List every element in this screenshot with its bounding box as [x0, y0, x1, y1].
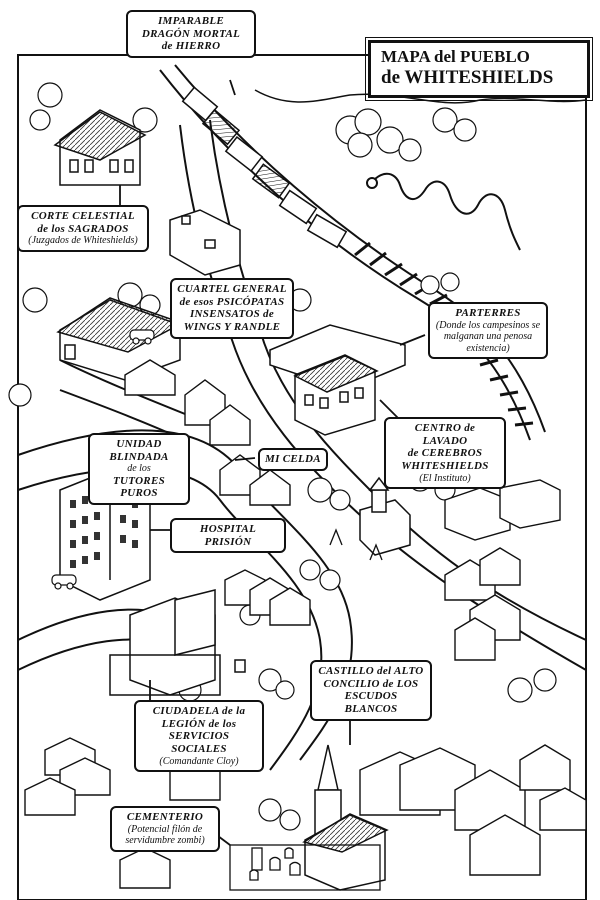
- courthouse-building: [53, 109, 147, 186]
- bottom-right-houses: [359, 744, 587, 876]
- cliff: [254, 89, 587, 104]
- label-unidad-line3: de los: [127, 463, 151, 475]
- warehouse-building: [169, 209, 241, 276]
- house-row: [124, 359, 291, 506]
- label-cuartel-line1: CUARTEL GENERAL: [177, 283, 287, 295]
- label-dragon: IMPARABLE DRAGÓN MORTAL de HIERRO: [126, 10, 256, 58]
- label-castillo: CASTILLO del ALTO CONCILIO de LOS ESCUDO…: [310, 660, 432, 721]
- label-centro: CENTRO de LAVADO de CEREBROS WHITESHIELD…: [384, 417, 506, 490]
- label-cuartel-line4: WINGS Y RANDLE: [183, 320, 281, 333]
- label-corte-sub: (Juzgados de Whiteshields): [28, 235, 138, 247]
- label-parterres-line1: PARTERRES: [455, 307, 521, 319]
- label-cementerio-sub: (Potencial filón de servidumbre zombi): [125, 823, 205, 847]
- label-cuartel-line2: de esos PSICÓPATAS: [179, 295, 285, 308]
- label-centro-line2: de CEREBROS: [407, 447, 483, 460]
- label-hospital: HOSPITAL PRISIÓN: [170, 518, 286, 554]
- label-ciudadela-sub: (Comandante Cloy): [159, 755, 239, 767]
- dragon-serpent: [366, 172, 521, 251]
- label-corte-line1: CORTE CELESTIAL: [31, 210, 135, 222]
- label-cementerio: CEMENTERIO (Potencial filón de servidumb…: [110, 806, 220, 852]
- playground-swing: [329, 528, 383, 561]
- train-icon: [181, 86, 348, 249]
- map-title-line2: de WHITESHIELDS: [381, 67, 554, 88]
- label-ciudadela-line3: SERVICIOS SOCIALES: [168, 730, 230, 755]
- castle-church: [302, 744, 389, 891]
- shop-building: [499, 479, 561, 529]
- label-corte-line2: de los SAGRADOS: [37, 222, 129, 235]
- map-frame: [17, 54, 587, 900]
- label-ciudadela-line2: LEGIÓN de los: [161, 717, 237, 730]
- map-title-line1: MAPA del PUEBLO: [381, 47, 530, 66]
- church-icon: [359, 476, 411, 556]
- label-cementerio-line1: CEMENTERIO: [126, 811, 204, 823]
- label-micelda: MI CELDA: [258, 448, 328, 471]
- label-cuartel-line3: INSENSATOS de: [189, 308, 275, 321]
- label-micelda-line1: MI CELDA: [265, 453, 321, 465]
- label-unidad-line4: TUTORES PUROS: [112, 474, 166, 500]
- label-castillo-line3: ESCUDOS BLANCOS: [344, 690, 398, 715]
- label-parterres: PARTERRES (Donde los campesinos se malga…: [428, 302, 548, 360]
- label-centro-sub: (El Instituto): [419, 472, 471, 484]
- label-centro-line3: WHITESHIELDS: [401, 459, 489, 472]
- label-castillo-line2: CONCILIO de LOS: [323, 677, 419, 690]
- car-icon: [51, 329, 155, 590]
- map-title: MAPA del PUEBLO de WHITESHIELDS: [365, 37, 593, 101]
- label-ciudadela: CIUDADELA de la LEGIÓN de los SERVICIOS …: [134, 700, 264, 773]
- citadel-building: [109, 589, 246, 696]
- gravestone-icon: [229, 844, 381, 891]
- right-house-cluster: [444, 487, 521, 661]
- label-ciudadela-line1: CIUDADELA de la: [152, 705, 246, 717]
- label-parterres-sub: (Donde los campesinos se malganan una pe…: [435, 319, 541, 354]
- label-unidad-line1: UNIDAD: [116, 438, 162, 450]
- institute-building: [269, 324, 406, 436]
- label-castillo-line1: CASTILLO del ALTO: [318, 665, 424, 677]
- townhouse-row: [224, 569, 311, 626]
- label-hospital-line1: HOSPITAL PRISIÓN: [199, 523, 257, 548]
- label-corte: CORTE CELESTIAL de los SAGRADOS (Juzgado…: [17, 205, 149, 252]
- label-dragon-line2: DRAGÓN MORTAL: [141, 27, 241, 40]
- tree-cluster: [8, 82, 557, 831]
- label-dragon-line1: IMPARABLE: [157, 15, 225, 27]
- label-cuartel: CUARTEL GENERAL de esos PSICÓPATAS INSEN…: [170, 278, 294, 339]
- label-unidad-line2: BLINDADA: [109, 450, 169, 463]
- label-unidad: UNIDAD BLINDADA de los TUTORES PUROS: [88, 433, 190, 506]
- label-dragon-line3: de HIERRO: [161, 40, 221, 53]
- label-centro-line1: CENTRO de LAVADO: [414, 422, 476, 447]
